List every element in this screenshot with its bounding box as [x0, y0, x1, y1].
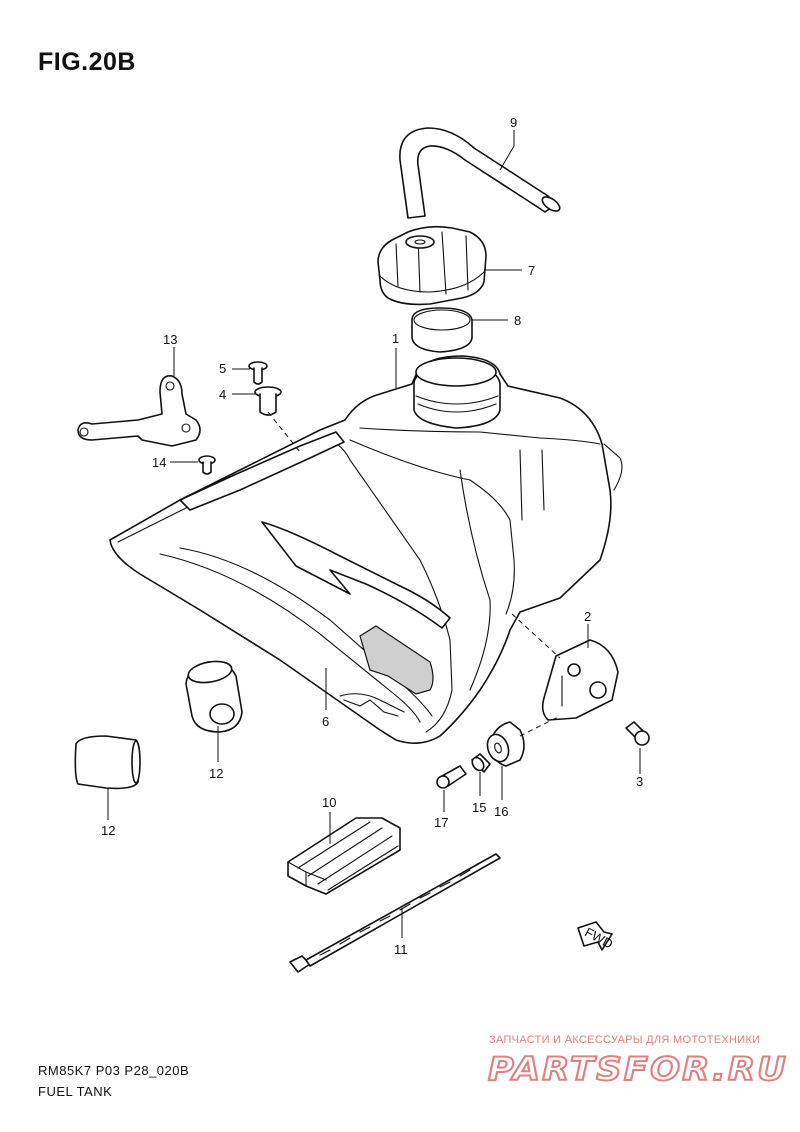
figure-title: FIG.20B — [38, 48, 136, 76]
callout-17: 17 — [434, 815, 448, 830]
part-cushion-12b — [74, 735, 141, 790]
part-tank-stay — [77, 375, 201, 447]
part-cable-tie-11 — [289, 853, 501, 973]
part-cap-gasket — [411, 307, 473, 353]
part-cushion-16 — [486, 721, 525, 767]
callout-2: 2 — [584, 609, 591, 624]
part-rear-bracket — [541, 639, 619, 721]
part-collar-15 — [471, 753, 491, 773]
watermark-logo: PARTSFOR.RU — [487, 1049, 788, 1088]
callout-6: 6 — [322, 714, 329, 729]
callout-4: 4 — [219, 387, 226, 402]
part-bolt-17 — [436, 765, 467, 789]
callout-12a: 12 — [209, 766, 223, 781]
part-pad-10 — [287, 817, 401, 895]
leader-lines — [107, 130, 641, 938]
callout-12b: 12 — [101, 823, 115, 838]
watermark-caption: ЗАПЧАСТИ И АКСЕССУАРЫ ДЛЯ МОТОТЕХНИКИ — [489, 1034, 761, 1046]
callout-11: 11 — [394, 942, 408, 957]
part-collar-4 — [254, 386, 282, 416]
fwd-arrow-icon: FWD — [577, 921, 616, 951]
part-cushion-12a — [185, 660, 243, 733]
callout-16: 16 — [494, 804, 508, 819]
callout-13: 13 — [163, 332, 177, 347]
callout-1: 1 — [392, 331, 399, 346]
part-breather-hose — [399, 127, 561, 219]
callout-14: 14 — [152, 455, 166, 470]
diagram-name: FUEL TANK — [38, 1084, 113, 1099]
part-fuel-cap — [377, 225, 487, 306]
callout-5: 5 — [219, 361, 226, 376]
part-bolt-5 — [248, 361, 268, 385]
part-bolt-14 — [198, 455, 216, 475]
diagram-code: RM85K7 P03 P28_020B — [38, 1063, 190, 1078]
callout-3: 3 — [636, 774, 643, 789]
watermark-logo-text: PARTSFOR.RU — [488, 1050, 788, 1088]
part-screw-3 — [625, 721, 650, 746]
callout-8: 8 — [514, 313, 521, 328]
callout-9: 9 — [510, 115, 517, 130]
part-fuel-tank — [109, 355, 623, 744]
callout-15: 15 — [472, 800, 486, 815]
callout-10: 10 — [322, 795, 336, 810]
callout-7: 7 — [528, 263, 535, 278]
callout-numbers: 1 2 3 4 5 6 7 8 9 10 11 12 12 13 14 15 1… — [101, 115, 643, 957]
fwd-label: FWD — [582, 924, 615, 951]
